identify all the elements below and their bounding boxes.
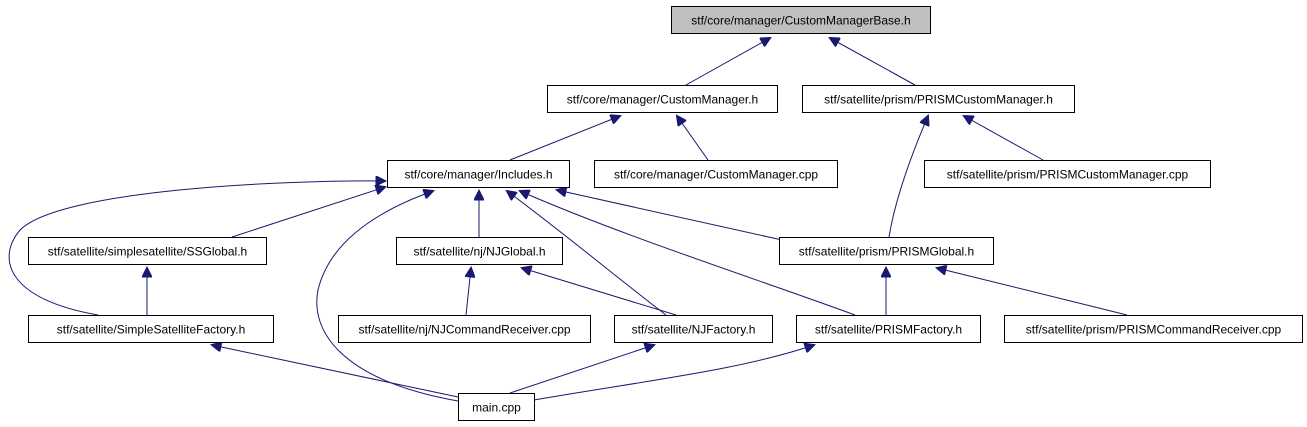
node-box — [547, 85, 778, 113]
node-n5[interactable]: stf/satellite/prism/PRISMCustomManager.c… — [924, 160, 1211, 188]
node-box — [924, 160, 1211, 188]
edge-n9-to-n3 — [8, 181, 385, 316]
node-box — [796, 315, 981, 343]
node-label: stf/satellite/NJFactory.h — [632, 323, 756, 337]
node-label: stf/core/manager/CustomManager.h — [567, 93, 758, 107]
node-label: stf/core/manager/CustomManager.cpp — [614, 168, 818, 182]
node-label: stf/satellite/prism/PRISMCommandReceiver… — [1026, 323, 1282, 337]
edge-n14-to-n3 — [316, 191, 459, 402]
edge-n12-to-n3 — [520, 191, 856, 316]
edge-n6-to-n3 — [231, 187, 385, 238]
node-n9[interactable]: stf/satellite/SimpleSatelliteFactory.h — [28, 315, 274, 343]
edge-n4-to-n1 — [677, 116, 709, 161]
node-box — [1004, 315, 1303, 343]
node-n3[interactable]: stf/core/manager/Includes.h — [387, 160, 570, 188]
edge-n14-to-n9 — [212, 345, 459, 398]
edge-n2-to-n0 — [830, 38, 916, 86]
node-n4[interactable]: stf/core/manager/CustomManager.cpp — [594, 160, 838, 188]
edge-layer — [8, 38, 1128, 402]
node-box — [671, 6, 931, 34]
node-box — [396, 237, 563, 265]
node-label: stf/satellite/SimpleSatelliteFactory.h — [57, 323, 246, 337]
node-label: stf/satellite/prism/PRISMCustomManager.h — [824, 93, 1053, 107]
edge-n8-to-n2 — [888, 116, 928, 238]
node-label: stf/core/manager/CustomManagerBase.h — [691, 14, 910, 28]
edge-n10-to-n7 — [466, 268, 471, 316]
node-label: stf/satellite/nj/NJCommandReceiver.cpp — [358, 323, 570, 337]
node-label: stf/satellite/simplesatellite/SSGlobal.h — [48, 245, 247, 259]
edge-n11-to-n3 — [507, 191, 667, 316]
node-n6[interactable]: stf/satellite/simplesatellite/SSGlobal.h — [28, 237, 267, 265]
node-layer: stf/core/manager/CustomManagerBase.h stf/… — [28, 6, 1303, 421]
node-n14[interactable]: main.cpp — [458, 393, 535, 421]
node-n10[interactable]: stf/satellite/nj/NJCommandReceiver.cpp — [338, 315, 591, 343]
node-n11[interactable]: stf/satellite/NJFactory.h — [614, 315, 773, 343]
node-label: stf/satellite/prism/PRISMCustomManager.c… — [947, 168, 1189, 182]
edge-n3-to-n1 — [509, 116, 620, 161]
node-n2[interactable]: stf/satellite/prism/PRISMCustomManager.h — [802, 85, 1075, 113]
node-box — [779, 237, 994, 265]
node-label: stf/satellite/PRISMFactory.h — [815, 323, 962, 337]
node-n1[interactable]: stf/core/manager/CustomManager.h — [547, 85, 778, 113]
node-n12[interactable]: stf/satellite/PRISMFactory.h — [796, 315, 981, 343]
node-n8[interactable]: stf/satellite/prism/PRISMGlobal.h — [779, 237, 994, 265]
node-box — [458, 393, 535, 421]
node-box — [614, 315, 773, 343]
edge-n14-to-n11 — [509, 345, 654, 394]
node-n0[interactable]: stf/core/manager/CustomManagerBase.h — [671, 6, 931, 34]
edge-n8-to-n3 — [557, 190, 783, 241]
node-box — [28, 237, 267, 265]
edge-n14-to-n12 — [533, 345, 814, 401]
node-label: stf/satellite/prism/PRISMGlobal.h — [799, 245, 974, 259]
node-box — [338, 315, 591, 343]
node-box — [387, 160, 570, 188]
edge-n13-to-n8 — [937, 268, 1128, 316]
edge-n5-to-n2 — [964, 116, 1044, 161]
node-label: stf/satellite/nj/NJGlobal.h — [413, 245, 545, 259]
edge-n11-to-n7 — [522, 268, 677, 316]
node-n13[interactable]: stf/satellite/prism/PRISMCommandReceiver… — [1004, 315, 1303, 343]
node-box — [594, 160, 838, 188]
edge-n1-to-n0 — [685, 38, 770, 86]
node-n7[interactable]: stf/satellite/nj/NJGlobal.h — [396, 237, 563, 265]
node-box — [802, 85, 1075, 113]
node-box — [28, 315, 274, 343]
node-label: stf/core/manager/Includes.h — [404, 168, 552, 182]
node-label: main.cpp — [472, 401, 521, 415]
